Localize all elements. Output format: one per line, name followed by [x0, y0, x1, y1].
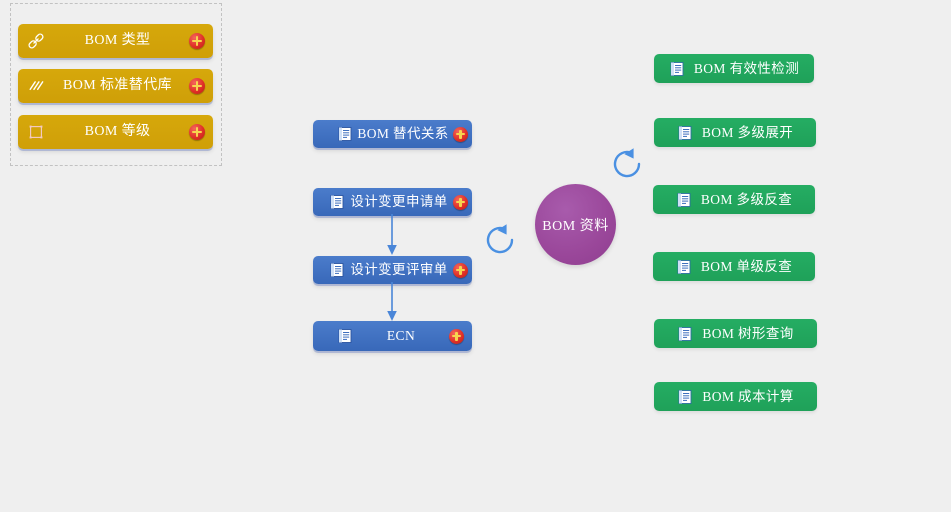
node-label: 设计变更评审单	[350, 262, 448, 278]
document-icon	[677, 326, 693, 342]
node-label: BOM 等级	[84, 124, 151, 139]
node-label: BOM 成本计算	[702, 388, 794, 404]
document-icon	[329, 262, 345, 278]
plus-badge[interactable]	[189, 33, 205, 49]
plus-badge[interactable]	[453, 126, 468, 142]
node-bom-singlelevel-where-used[interactable]: BOM 单级反查	[653, 252, 815, 281]
square-icon	[26, 122, 46, 142]
document-icon	[337, 126, 353, 142]
document-icon	[676, 259, 692, 275]
document-icon	[677, 125, 693, 141]
document-icon	[669, 61, 685, 77]
flow-arrow-review-to-ecn	[387, 282, 397, 321]
plus-badge[interactable]	[453, 194, 468, 210]
node-bom-standard-substitute-library[interactable]: BOM 标准替代库	[18, 69, 213, 103]
hub-label: BOM 资料	[542, 218, 609, 234]
node-design-change-request[interactable]: 设计变更申请单	[313, 188, 472, 216]
node-label: 设计变更申请单	[350, 194, 448, 210]
refresh-cycle-icon-left[interactable]	[480, 220, 520, 260]
node-bom-substitute-relation[interactable]: BOM 替代关系	[313, 120, 472, 148]
document-icon	[677, 389, 693, 405]
plus-badge[interactable]	[189, 124, 205, 140]
node-label: BOM 单级反查	[700, 258, 793, 274]
node-bom-level[interactable]: BOM 等级	[18, 115, 213, 149]
node-bom-validity-check[interactable]: BOM 有效性检测	[654, 54, 814, 83]
node-label: BOM 有效性检测	[693, 60, 800, 76]
node-bom-tree-query[interactable]: BOM 树形查询	[654, 319, 817, 348]
node-design-change-review[interactable]: 设计变更评审单	[313, 256, 472, 284]
node-label: BOM 标准替代库	[63, 78, 172, 93]
plus-badge[interactable]	[449, 328, 464, 344]
node-label: BOM 树形查询	[702, 325, 794, 341]
bom-basic-data-group	[10, 3, 222, 166]
node-ecn[interactable]: ECN	[313, 321, 472, 351]
node-bom-cost-calculation[interactable]: BOM 成本计算	[654, 382, 817, 411]
node-label: ECN	[386, 328, 416, 344]
document-icon	[676, 192, 692, 208]
node-label: BOM 替代关系	[357, 126, 449, 142]
document-icon	[329, 194, 345, 210]
link-icon	[26, 31, 46, 51]
refresh-cycle-icon-right[interactable]	[607, 144, 647, 184]
node-bom-multilevel-where-used[interactable]: BOM 多级反查	[653, 185, 815, 214]
plus-badge[interactable]	[189, 78, 205, 94]
plus-badge[interactable]	[453, 262, 468, 278]
node-bom-type[interactable]: BOM 类型	[18, 24, 213, 58]
slashes-icon	[26, 76, 46, 96]
node-label: BOM 多级展开	[701, 124, 794, 140]
document-icon	[337, 328, 353, 344]
node-bom-multilevel-explode[interactable]: BOM 多级展开	[654, 118, 816, 147]
node-label: BOM 多级反查	[700, 191, 793, 207]
hub-bom-data[interactable]: BOM 资料	[535, 184, 616, 265]
flow-arrow-request-to-review	[387, 214, 397, 255]
node-label: BOM 类型	[84, 33, 151, 48]
